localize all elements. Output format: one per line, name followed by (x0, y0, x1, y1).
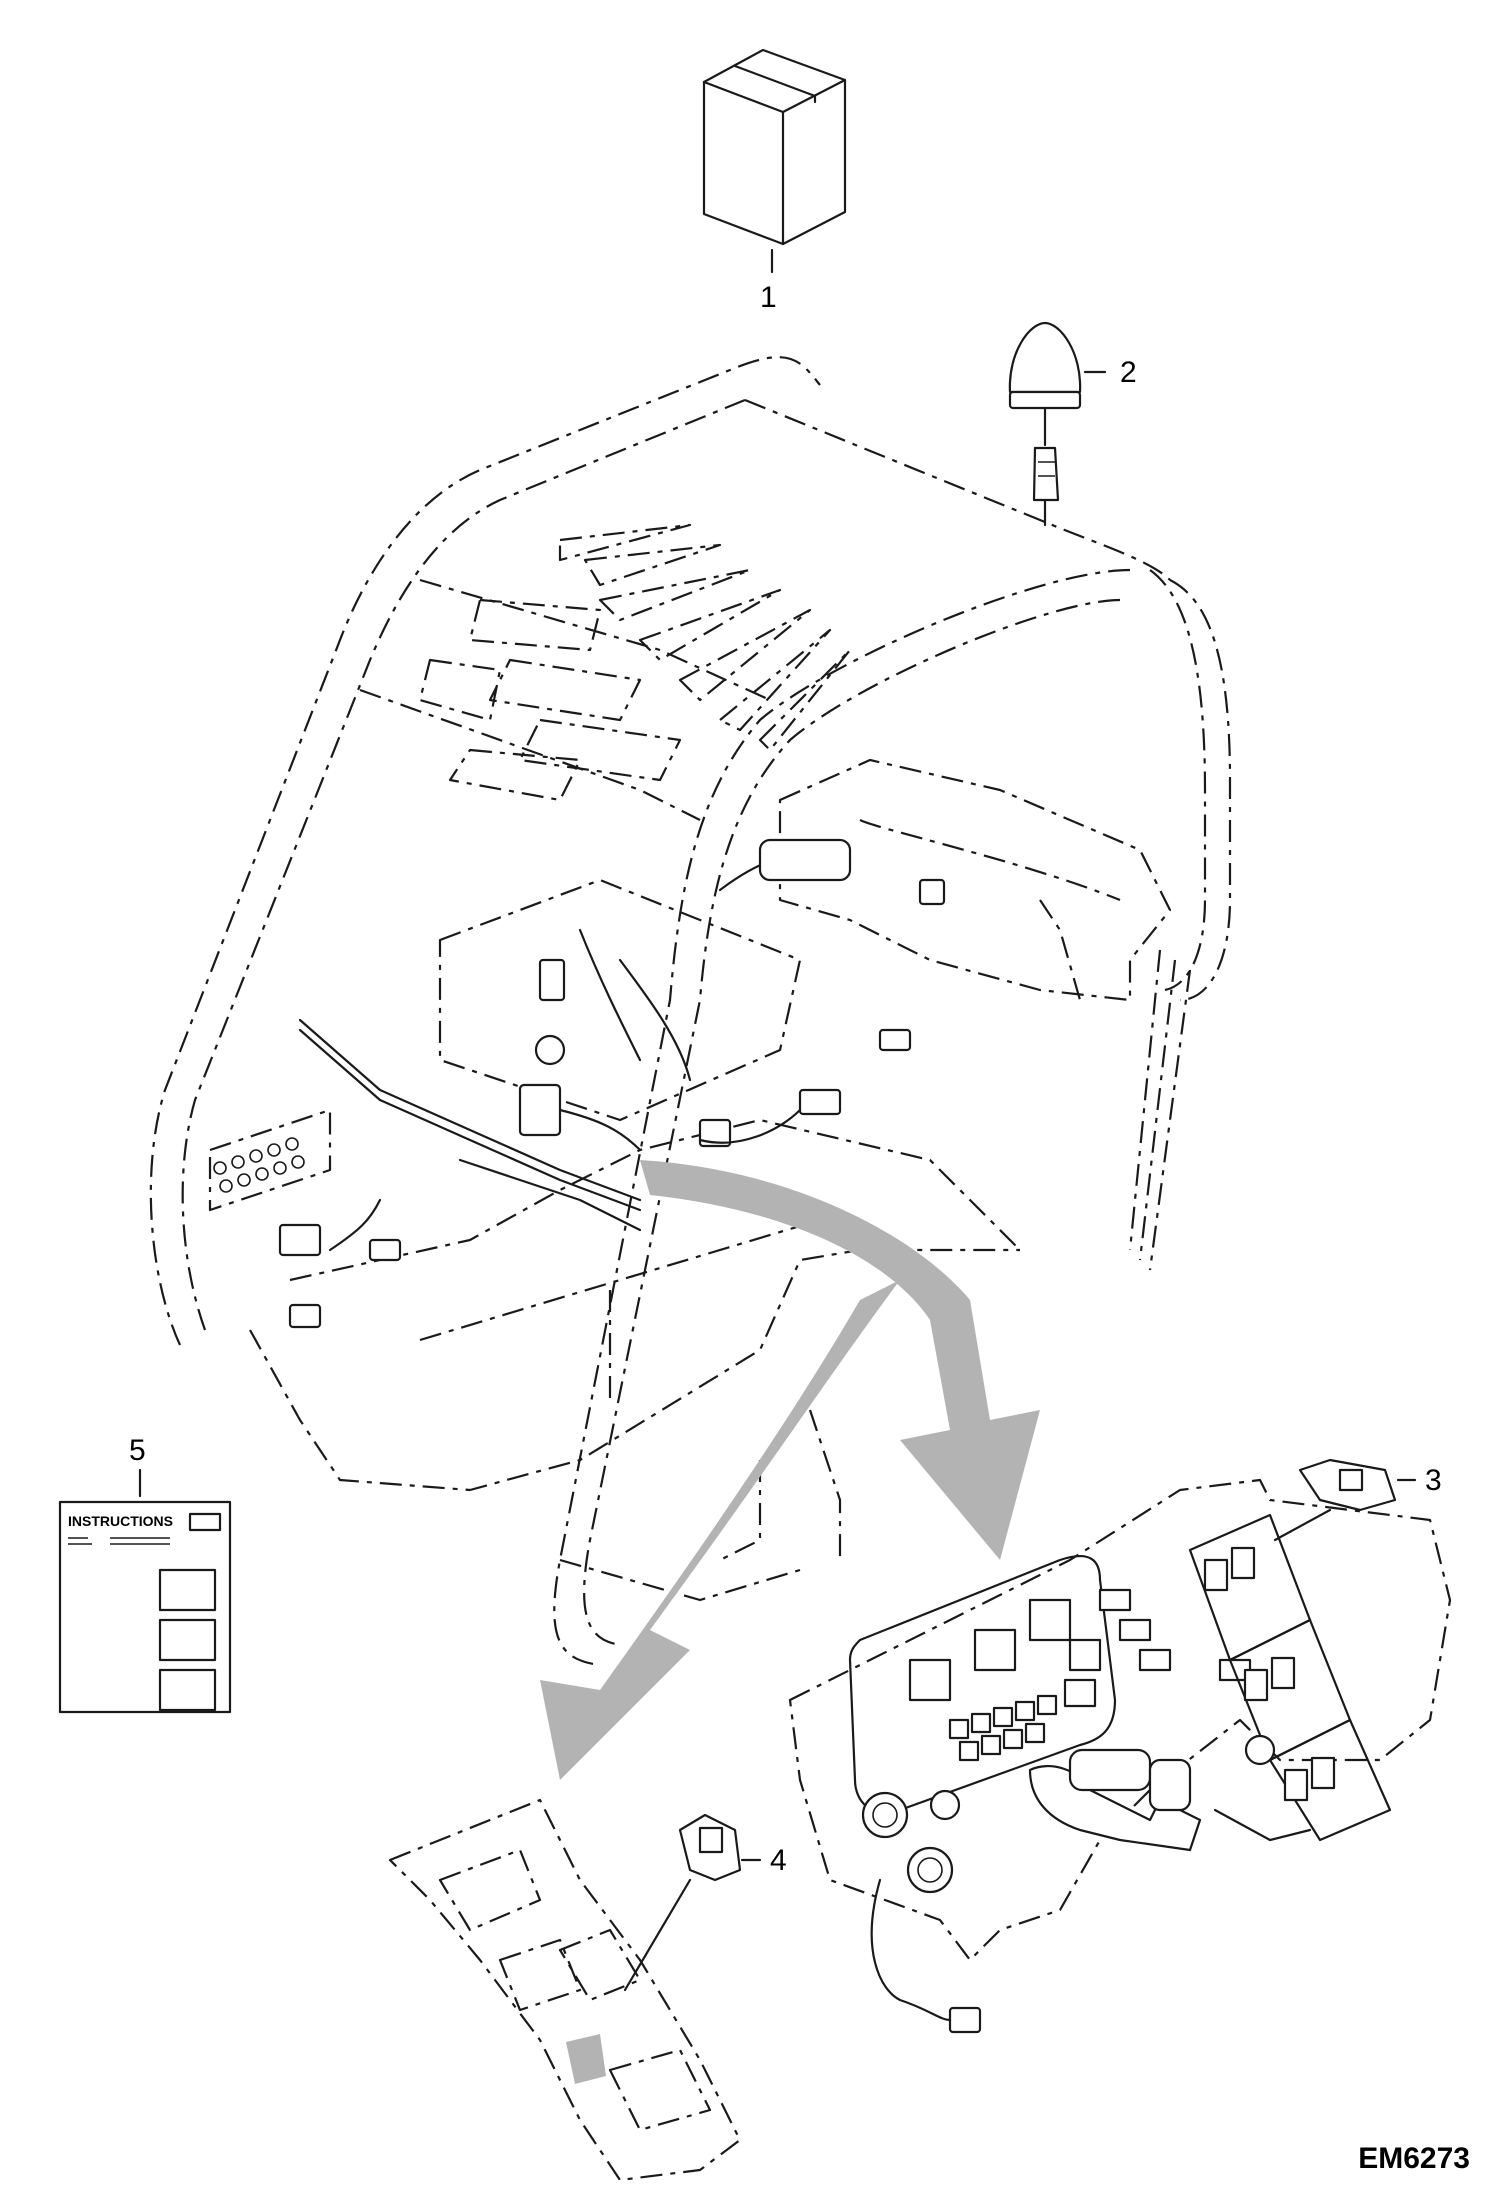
kit-box (702, 48, 847, 274)
arrow-to-side-panel (540, 1280, 900, 1780)
beacon-light (1008, 321, 1107, 527)
callout-5: 5 (129, 1434, 146, 1467)
callout-2: 2 (1120, 356, 1137, 389)
rocker-switch-3 (1273, 1458, 1417, 1542)
drawing-code: EM6273 (1358, 2142, 1470, 2175)
callout-4: 4 (770, 1844, 787, 1877)
arrow-to-main-panel (640, 1160, 1040, 1560)
callout-3: 3 (1425, 1464, 1442, 1497)
wiring-harness (278, 838, 946, 1329)
rocker-switch-4 (623, 1813, 762, 1992)
main-switch-panel (788, 1478, 1452, 2034)
cab-frame (149, 356, 1232, 1667)
manual-title: INSTRUCTIONS (68, 1513, 173, 1529)
side-switch-panel (388, 1798, 742, 2182)
side-console-holes (213, 1137, 305, 1193)
instruction-manual: INSTRUCTIONS (58, 1468, 232, 1714)
callout-1: 1 (760, 281, 777, 314)
